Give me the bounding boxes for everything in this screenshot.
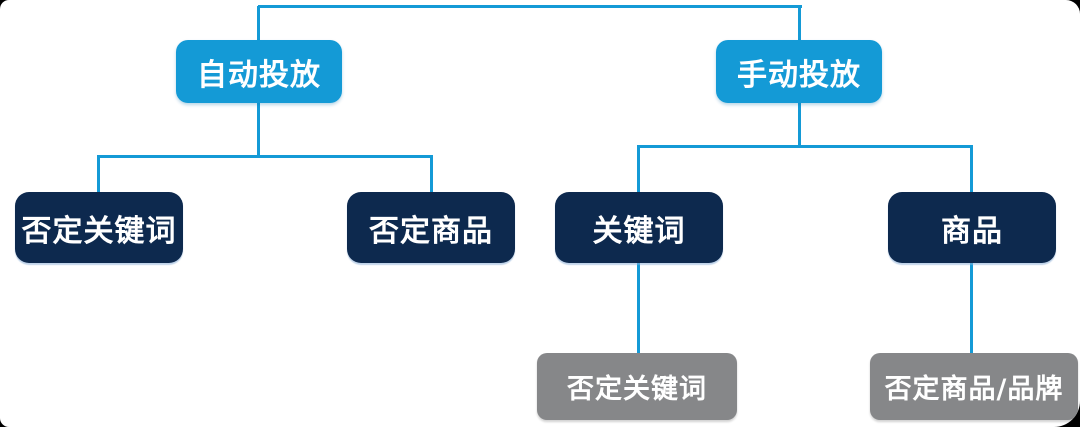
connector-line-manual-top [798, 6, 801, 42]
connector-line-keywords-drop [637, 146, 640, 194]
connector-line-top-horizontal [258, 5, 802, 8]
connector-line-right-horizontal [637, 145, 973, 148]
connector-line-auto-top [257, 6, 260, 42]
node-keywords: 关键词 [555, 192, 723, 263]
connector-line-manual-down [798, 101, 801, 147]
connector-line-products-to-negprod [970, 261, 973, 355]
connector-line-products-drop [970, 146, 973, 194]
connector-line-auto-down [257, 101, 260, 157]
node-negative-products-auto: 否定商品 [347, 192, 515, 263]
connector-line-left-horizontal [97, 155, 433, 158]
connector-line-negprod-auto-drop [430, 156, 433, 194]
connector-line-negkw-auto-drop [97, 156, 100, 194]
node-negative-products-brand: 否定商品/品牌 [870, 353, 1078, 420]
node-manual-targeting: 手动投放 [716, 40, 882, 103]
connector-line-keywords-to-negkw [637, 261, 640, 355]
node-negative-keywords-manual: 否定关键词 [537, 353, 737, 420]
node-negative-keywords-auto: 否定关键词 [15, 192, 183, 263]
node-auto-targeting: 自动投放 [176, 40, 342, 103]
node-products: 商品 [888, 192, 1056, 263]
